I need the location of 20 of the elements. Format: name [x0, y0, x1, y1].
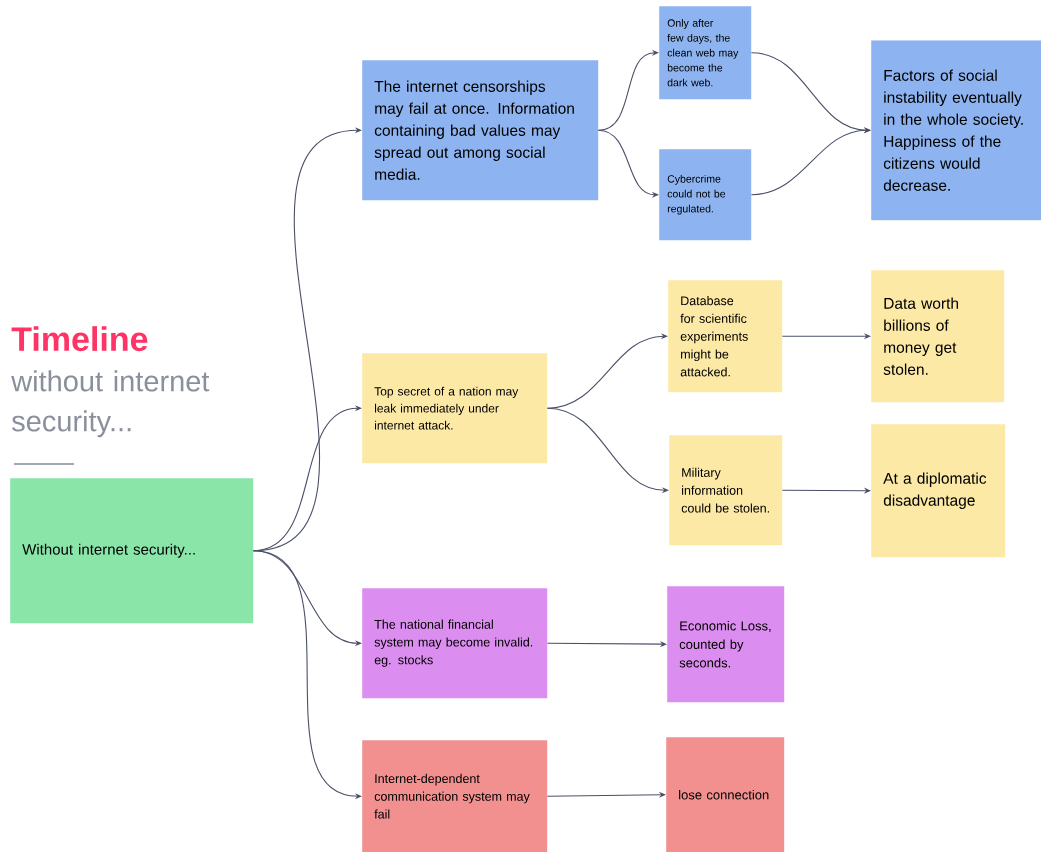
sticky-note: At a diplomatic disadvantage: [871, 424, 1006, 558]
arrow: [750, 127, 871, 196]
sticky-note: The internet censorships may fail at once. Information containing bad values may spread out among social media.: [362, 60, 599, 201]
sticky-note: The national financial system may become invalid. eg. stocks: [362, 588, 548, 699]
subtitle: without internet security...: [11, 370, 210, 438]
sticky-note: Cybercrime could not be regulated.: [659, 149, 752, 241]
sticky-note: Top secret of a nation may leak immediately under internet attack.: [362, 353, 548, 464]
sticky-note: Factors of social instability eventually in the whole society. Happiness of the citizens would decrease.: [871, 40, 1041, 221]
sticky-note: lose connection: [666, 737, 785, 852]
arrow: [546, 791, 666, 798]
arrow: [546, 333, 668, 409]
arrow: [597, 49, 659, 131]
sticky-note: Database for scientific experiments might be attacked.: [668, 280, 783, 393]
sticky-note: Economic Loss, counted by seconds.: [667, 586, 785, 703]
sticky-note: Only after few days, the clean web may become the dark web.: [659, 6, 752, 100]
title: Timeline: [11, 326, 148, 352]
sticky-note: Internet-dependent communication system may fail: [362, 740, 548, 852]
sticky-note: Data worth billions of money get stolen.: [871, 270, 1005, 403]
sticky-note: Without internet security...: [10, 478, 254, 624]
sticky-note: Military information could be stolen.: [669, 435, 783, 546]
